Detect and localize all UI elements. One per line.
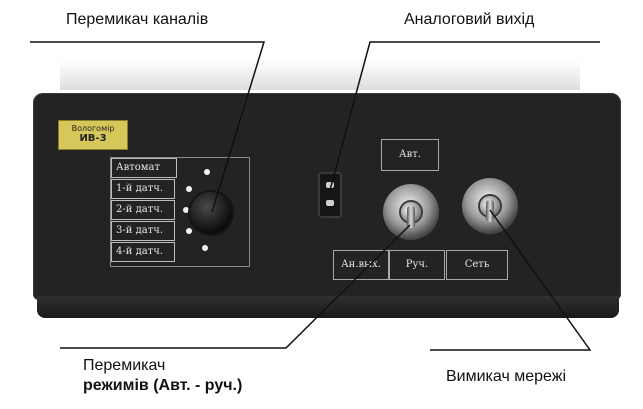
channel-item-sensor-1: 1-й датч. [111, 179, 175, 199]
mains-label: Сеть [446, 250, 508, 280]
channel-item-sensor-4: 4-й датч. [111, 242, 175, 262]
analog-output-label: Ан.вых. [333, 250, 389, 280]
callout-analog-output: Аналоговий вихід [404, 11, 535, 28]
callout-mode-switch-line2: режимів (Авт. - руч.) [83, 377, 243, 394]
channel-selector-panel: Автомат 1-й датч. 2-й датч. 3-й датч. 4-… [110, 157, 250, 267]
leader-channel-switch [30, 41, 266, 213]
device-top-shadow [60, 60, 580, 90]
leader-power-switch [430, 209, 592, 351]
channel-item-sensor-2: 2-й датч. [111, 200, 175, 220]
channel-led-sensor-2 [183, 207, 189, 213]
leader-mode-switch [60, 224, 411, 349]
callout-channel-switch: Перемикач каналів [66, 11, 209, 28]
channel-led-sensor-4 [202, 245, 208, 251]
connector-pin-icon [326, 182, 334, 188]
toggle-lever-icon [407, 206, 415, 228]
callout-mode-switch-line1: Перемикач [83, 357, 166, 374]
channel-led-auto [204, 169, 210, 175]
channel-item-auto: Автомат [111, 158, 177, 178]
leader-analog-output [329, 41, 600, 191]
auto-mode-indicator: Авт. [381, 139, 439, 171]
manual-mode-label: Руч. [389, 250, 445, 280]
device-label-plate: Вологомір ИВ-3 [58, 120, 128, 150]
label-plate-title: Вологомір [71, 124, 115, 133]
channel-led-sensor-1 [186, 186, 192, 192]
callout-power-switch: Вимикач мережі [446, 368, 566, 385]
channel-led-sensor-3 [186, 228, 192, 234]
analog-output-connector[interactable] [318, 172, 342, 218]
label-plate-model: ИВ-3 [79, 133, 107, 144]
mode-toggle-switch[interactable] [383, 184, 439, 240]
connector-pin-icon [326, 200, 334, 206]
channel-item-sensor-3: 3-й датч. [111, 221, 175, 241]
channel-selector-knob[interactable] [190, 192, 232, 234]
